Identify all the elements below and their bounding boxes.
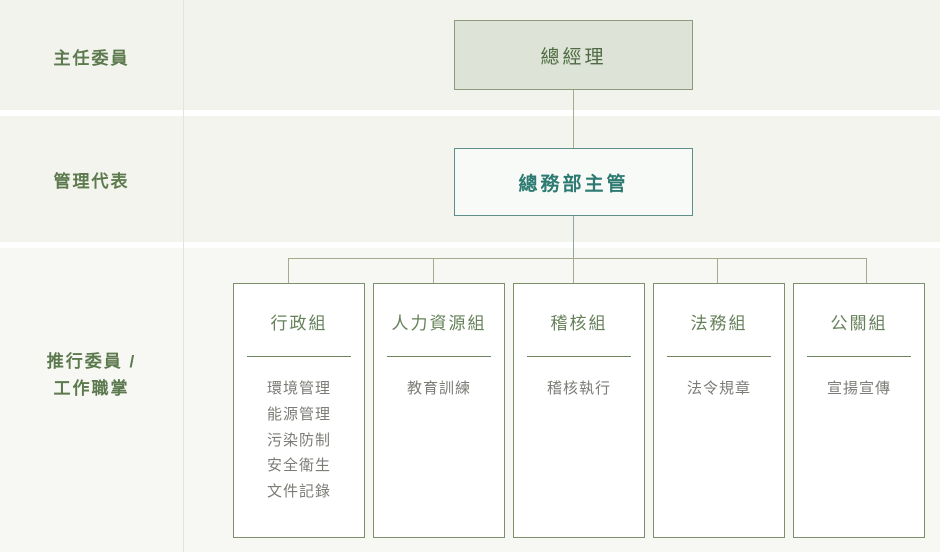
- group-card-item: 宣揚宣傳: [826, 380, 891, 397]
- label-column-divider: [183, 0, 184, 552]
- group-card-divider: [247, 356, 351, 357]
- group-card-item: 環境管理: [266, 380, 331, 397]
- group-card-audit[interactable]: 稽核組 稽核執行: [513, 283, 645, 538]
- group-card-title: 公關組: [830, 314, 888, 333]
- group-card-item: 稽核執行: [546, 380, 611, 397]
- node-department-head[interactable]: 總務部主管: [454, 148, 693, 216]
- group-card-public-relations[interactable]: 公關組 宣揚宣傳: [793, 283, 925, 538]
- group-card-divider: [667, 356, 771, 357]
- group-card-item: 法令規章: [686, 380, 751, 397]
- connector-drop-administration: [288, 258, 289, 283]
- group-card-row: 行政組 環境管理 能源管理 污染防制 安全衛生 文件記錄 人力資源組 教育訓練 …: [233, 283, 925, 538]
- connector-horizontal-bus: [288, 258, 867, 259]
- group-card-item-list: 環境管理 能源管理 污染防制 安全衛生 文件記錄: [267, 376, 331, 505]
- group-card-title: 人力資源組: [391, 314, 487, 333]
- group-card-item-list: 法令規章: [687, 376, 751, 402]
- group-card-divider: [387, 356, 491, 357]
- group-card-administration[interactable]: 行政組 環境管理 能源管理 污染防制 安全衛生 文件記錄: [233, 283, 365, 538]
- group-card-title: 行政組: [270, 314, 328, 333]
- row-label-chairperson: 主任委員: [53, 49, 130, 68]
- group-card-title: 法務組: [690, 314, 748, 333]
- group-card-item: 文件記錄: [266, 483, 331, 501]
- connector-drop-human-resources: [433, 258, 434, 283]
- group-card-item-list: 稽核執行: [547, 376, 611, 402]
- connector-dept-to-bus: [573, 215, 574, 259]
- connector-gm-to-dept: [573, 90, 574, 148]
- group-card-divider: [807, 356, 911, 357]
- group-card-item: 污染防制: [266, 431, 331, 449]
- group-card-item: 能源管理: [266, 405, 331, 423]
- group-card-item-list: 教育訓練: [407, 376, 471, 402]
- row-label-committee-duties-line2: 工作職掌: [53, 379, 130, 399]
- group-card-item: 安全衛生: [266, 457, 331, 475]
- row-label-management-representative: 管理代表: [53, 172, 130, 191]
- group-card-item: 教育訓練: [406, 380, 471, 397]
- connector-drop-public-relations: [866, 258, 867, 283]
- row-label-committee-duties: 推行委員 / 工作職掌: [0, 348, 183, 402]
- group-card-divider: [527, 356, 631, 357]
- group-card-item-list: 宣揚宣傳: [827, 376, 891, 402]
- connector-drop-legal: [717, 258, 718, 283]
- group-card-human-resources[interactable]: 人力資源組 教育訓練: [373, 283, 505, 538]
- node-general-manager[interactable]: 總經理: [454, 20, 693, 90]
- group-card-legal[interactable]: 法務組 法令規章: [653, 283, 785, 538]
- row-label-committee-duties-line1: 推行委員 /: [46, 352, 137, 371]
- group-card-title: 稽核組: [550, 314, 608, 333]
- connector-drop-audit: [573, 258, 574, 283]
